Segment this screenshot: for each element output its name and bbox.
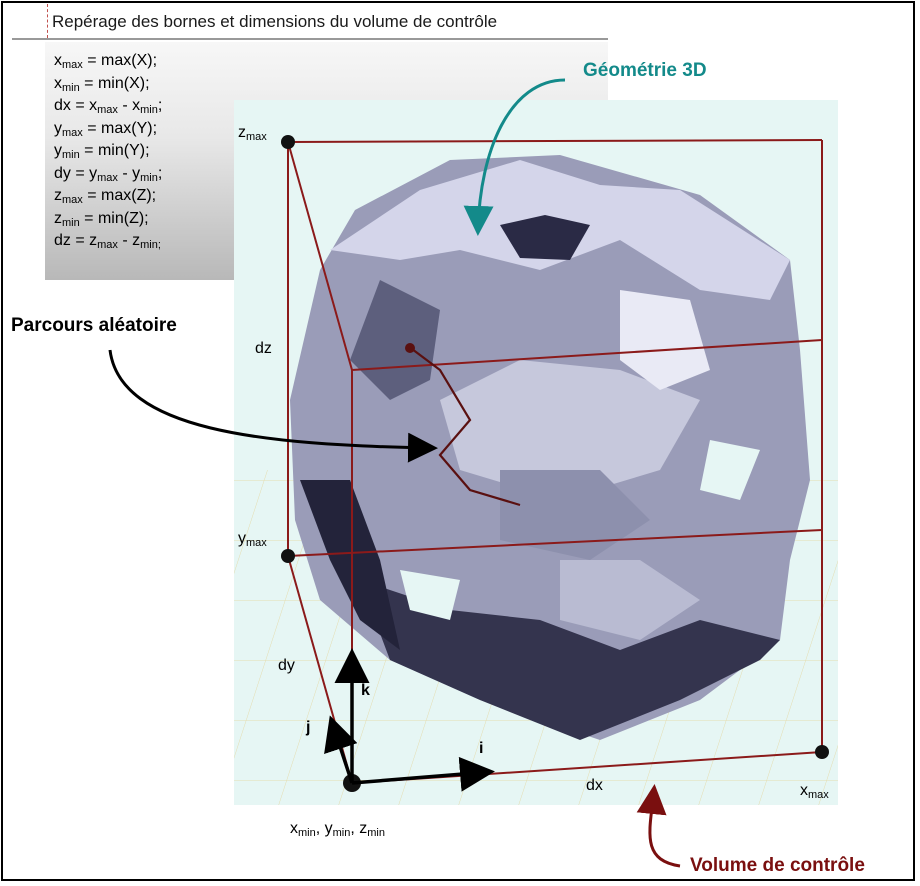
axis-j-arrow: [324, 715, 358, 784]
annotation-random-path: Parcours aléatoire: [11, 315, 177, 336]
code-text: x: [54, 52, 62, 69]
figure-title: Repérage des bornes et dimensions du vol…: [52, 12, 498, 31]
random-path-arrow: [108, 349, 438, 463]
label-i: i: [479, 740, 484, 757]
code-subscript: min;: [140, 239, 161, 251]
random-path: [407, 345, 521, 507]
code-line: xmax = max(X);: [54, 50, 162, 73]
code-text: y: [54, 119, 62, 137]
code-text: dx = x: [54, 97, 98, 114]
code-text: = min(Z);: [79, 209, 149, 227]
code-line: ymin = min(Y);: [54, 140, 162, 163]
code-text: z: [54, 187, 62, 204]
code-text: - x: [117, 97, 141, 114]
code-line: dz = zmax - zmin;: [54, 230, 162, 253]
code-text: = min(X);: [79, 74, 150, 92]
code-text: = min(Y);: [79, 142, 150, 159]
label-dz: dz: [255, 340, 272, 357]
axis-i-arrow: [351, 756, 495, 792]
label-zmax: zmax: [238, 124, 267, 143]
label-ymax: ymax: [238, 530, 267, 549]
code-line: zmin = min(Z);: [54, 208, 162, 231]
title-underline: [12, 38, 608, 40]
code-subscript: min: [62, 216, 80, 229]
label-dx: dx: [586, 777, 603, 794]
control-volume-arrow: [636, 784, 681, 868]
label-xmax: xmax: [800, 782, 829, 801]
code-subscript: min: [62, 149, 80, 161]
code-text: x: [54, 74, 62, 92]
label-dy: dy: [278, 657, 295, 674]
code-subscript: max: [97, 171, 118, 184]
label-k: k: [361, 682, 370, 699]
code-line: xmin = min(X);: [54, 73, 162, 96]
code-text: y: [54, 142, 62, 159]
corner-ymax: [281, 549, 295, 563]
code-subscript: max: [62, 194, 83, 206]
geometry-arrow: [463, 78, 566, 236]
code-text: - y: [117, 164, 141, 182]
code-text: = max(Y);: [82, 119, 158, 137]
annotation-control-volume: Volume de contrôle: [690, 855, 865, 876]
control-volume-box: [287, 139, 823, 784]
label-origin: xmin, ymin, zmin: [290, 820, 385, 839]
code-line: dy = ymax - ymin;: [54, 163, 162, 186]
path-start-marker: [405, 343, 415, 353]
title-marker: [47, 4, 48, 38]
code-text: z: [54, 209, 62, 227]
code-subscript: max: [97, 104, 118, 116]
code-subscript: min: [140, 104, 158, 116]
corner-xmax: [815, 745, 829, 759]
code-text: dz = z: [54, 232, 98, 249]
corner-zmax: [281, 135, 295, 149]
code-subscript: min: [140, 171, 158, 184]
code-listing: xmax = max(X);xmin = min(X);dx = xmax - …: [54, 50, 162, 253]
code-text: dy = y: [54, 164, 98, 182]
mesh-geometry: [290, 155, 810, 740]
code-line: dx = xmax - xmin;: [54, 95, 162, 118]
code-text: - z: [117, 232, 141, 249]
code-subscript: max: [62, 59, 83, 71]
code-text: ;: [157, 164, 163, 182]
code-text: = max(X);: [82, 52, 158, 69]
code-subscript: max: [97, 239, 118, 251]
code-text: ;: [157, 97, 163, 114]
code-line: zmax = max(Z);: [54, 185, 162, 208]
code-subscript: min: [62, 81, 80, 94]
label-j: j: [306, 719, 311, 736]
annotation-geometry: Géométrie 3D: [583, 60, 707, 81]
code-subscript: max: [62, 126, 83, 139]
code-text: = max(Z);: [82, 187, 157, 204]
code-line: ymax = max(Y);: [54, 118, 162, 141]
